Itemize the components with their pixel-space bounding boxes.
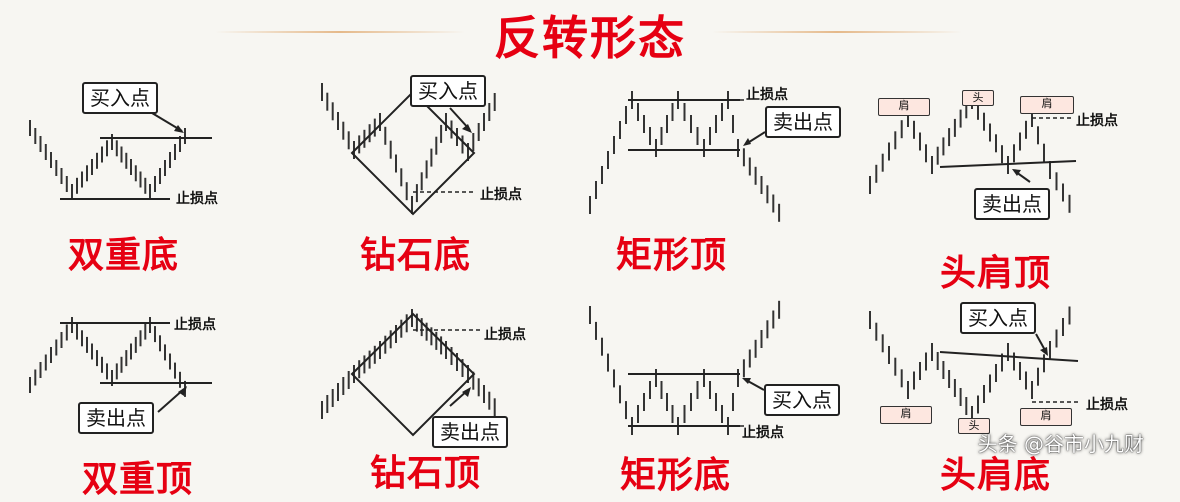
stop-loss-label: 止损点 (1086, 397, 1128, 413)
panel-diamond-top: 止损点 卖出点 钻石顶 (300, 290, 580, 494)
pattern-name-diamond-bottom: 钻石底 (360, 235, 472, 276)
buy-point-label: 买入点 (410, 75, 486, 107)
pattern-name-head-shoulders-top: 头肩顶 (940, 253, 1052, 294)
shoulder-label: 肩 (878, 98, 930, 116)
pattern-name-double-bottom: 双重底 (68, 235, 180, 276)
pattern-name-diamond-top: 钻石顶 (370, 453, 482, 494)
buy-point-label: 买入点 (764, 384, 840, 416)
stop-loss-label: 止损点 (480, 187, 522, 203)
buy-point-label: 买入点 (82, 82, 158, 114)
pattern-name-rectangle-bottom: 矩形底 (620, 455, 732, 496)
watermark: 头条 @谷市小九财 (977, 432, 1144, 456)
sell-point-label: 卖出点 (78, 402, 154, 434)
diamond-top-diagram (321, 309, 496, 437)
shoulder-label: 肩 (1020, 96, 1074, 114)
head-label: 头 (958, 418, 990, 434)
double-bottom-diagram (29, 112, 212, 200)
title-rule-left (215, 31, 465, 33)
buy-point-label: 买入点 (960, 302, 1036, 334)
shoulder-label: 肩 (1020, 408, 1072, 426)
pattern-name-rectangle-top: 矩形顶 (616, 235, 728, 276)
stop-loss-label: 止损点 (1076, 113, 1118, 129)
header: 反转形态 (0, 0, 1180, 65)
stop-loss-label: 止损点 (174, 317, 216, 333)
panel-rectangle-bottom: 买入点 止损点 矩形底 (580, 290, 870, 496)
rectangle-top-diagram (589, 91, 781, 222)
page-title: 反转形态 (494, 11, 686, 65)
sell-point-label: 卖出点 (765, 106, 841, 138)
panel-double-bottom: 买入点 止损点 双重底 (0, 0, 290, 276)
head-label: 头 (962, 90, 994, 106)
rectangle-bottom-diagram (589, 300, 781, 435)
panel-diamond-bottom: 买入点 止损点 钻石底 (300, 0, 580, 276)
stop-loss-label: 止损点 (746, 87, 788, 103)
title-rule-right (712, 31, 962, 33)
stop-loss-label: 止损点 (484, 327, 526, 343)
sell-point-label: 卖出点 (974, 188, 1050, 220)
head-shoulders-bottom-diagram (869, 306, 1080, 424)
pattern-name-double-top: 双重顶 (82, 459, 194, 500)
panel-head-shoulders-top: 肩 头 肩 止损点 卖出点 头肩顶 (860, 0, 1180, 294)
diamond-bottom-diagram (321, 83, 496, 216)
shoulder-label: 肩 (880, 406, 932, 424)
panel-rectangle-top: 止损点 卖出点 矩形顶 (580, 0, 870, 276)
double-top-diagram (29, 317, 212, 413)
stop-loss-label: 止损点 (176, 191, 218, 207)
stop-loss-label: 止损点 (742, 425, 784, 441)
panel-double-top: 止损点 卖出点 双重顶 (0, 290, 290, 500)
sell-point-label: 卖出点 (432, 416, 508, 448)
